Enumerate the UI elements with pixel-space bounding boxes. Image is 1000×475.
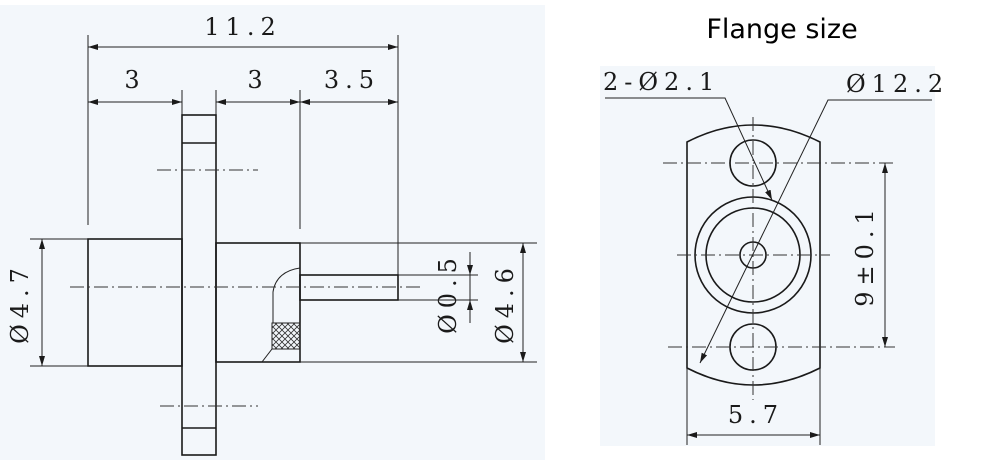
hole-callout-label: 2-Ø2.1 bbox=[603, 68, 720, 96]
cable-braid bbox=[271, 322, 301, 350]
side-view: 11.2 3 3 3.5 Ø4.7 Ø4.6 bbox=[0, 5, 545, 460]
front-body bbox=[215, 242, 301, 363]
hole-spacing-label: 9±0.1 bbox=[851, 203, 879, 307]
overall-length-label: 11.2 bbox=[204, 13, 281, 41]
rear-body-length-label: 3 bbox=[124, 66, 145, 94]
flange-view-background bbox=[600, 66, 935, 446]
front-body-length-label: 3 bbox=[247, 66, 268, 94]
flange-width-label: 5.7 bbox=[728, 401, 784, 429]
flange-view-title: Flange size bbox=[706, 14, 857, 45]
rear-diameter-label: Ø4.7 bbox=[6, 262, 34, 344]
hole-callout-leader bbox=[605, 97, 773, 201]
side-view-background bbox=[0, 5, 545, 460]
pin-diameter-label: Ø0.5 bbox=[434, 252, 462, 334]
flange-view: Flange size 9±0.1 5.7 2-Ø2.1 Ø12.2 bbox=[600, 14, 949, 446]
flange-diameter-leader bbox=[699, 99, 932, 364]
flange-diameter-label: Ø12.2 bbox=[846, 70, 949, 98]
pin-length-label: 3.5 bbox=[324, 66, 380, 94]
front-diameter-label: Ø4.6 bbox=[491, 262, 519, 344]
